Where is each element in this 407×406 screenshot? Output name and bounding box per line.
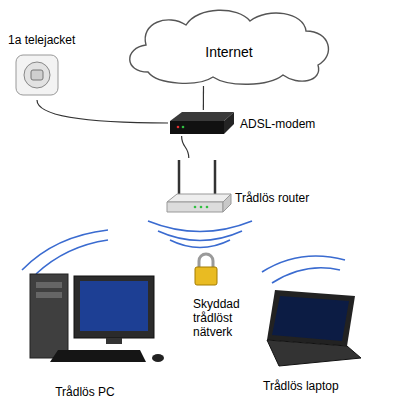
- jack-plate: [16, 55, 58, 95]
- padlock-icon: [195, 254, 217, 285]
- router-symbol: [165, 158, 233, 216]
- pc-monitor: [74, 276, 154, 338]
- router-top: [167, 194, 231, 202]
- device-label: ADSL-modem: [240, 117, 330, 131]
- wifi-wave: [22, 230, 108, 270]
- wall-jack-symbol: [12, 52, 62, 100]
- modem-device: ADSL-modem: [168, 110, 236, 136]
- router-led: [200, 206, 203, 209]
- pc-tower: [30, 274, 68, 358]
- modem-led: [177, 126, 180, 129]
- modem-side: [224, 112, 234, 134]
- wifi-wave: [148, 221, 252, 232]
- pc-keyboard: [50, 350, 146, 362]
- pc-stand: [106, 338, 122, 344]
- laptop-screen: [272, 296, 349, 341]
- router-side: [223, 194, 231, 212]
- router-device: Trådlös router: [165, 158, 233, 216]
- router-antenna: [214, 160, 217, 196]
- jack-plug: [31, 70, 43, 80]
- modem-led: [182, 126, 185, 129]
- wall-jack: 1a telejacket: [12, 52, 62, 100]
- desktop-pc-symbol: [28, 272, 170, 364]
- device-label: Internet: [118, 44, 340, 60]
- cable-line: [37, 100, 168, 123]
- cable-line: [203, 86, 204, 110]
- laptop-symbol: [255, 288, 363, 370]
- wifi-wave: [272, 268, 340, 283]
- network-note: Skyddad trådlöst nätverk: [193, 297, 253, 339]
- pc-drive: [36, 282, 62, 288]
- padlock-body: [195, 267, 217, 285]
- router-front: [167, 202, 223, 212]
- router-led: [206, 206, 209, 209]
- pc-screen: [80, 281, 148, 331]
- device-label: 1a telejacket: [8, 33, 98, 47]
- modem-top: [170, 112, 234, 121]
- modem-symbol: [168, 110, 236, 136]
- cloud-node: Internet: [118, 4, 340, 86]
- router-antenna: [178, 160, 181, 196]
- laptop-lid: [267, 290, 355, 346]
- cable-line: [182, 136, 189, 158]
- pc-drive: [36, 292, 62, 298]
- router-led: [194, 206, 197, 209]
- jack-socket: [24, 62, 50, 88]
- device-label: Trådlös PC: [30, 385, 140, 399]
- wifi-wave: [170, 240, 230, 248]
- device-label: Trådlös router: [235, 191, 335, 205]
- laptop-base: [267, 340, 361, 366]
- device-label: Trådlös laptop: [263, 379, 363, 393]
- pc-device: Trådlös PC: [28, 272, 170, 364]
- pc-mouse: [152, 354, 164, 362]
- wifi-wave: [36, 240, 108, 274]
- wifi-waves: [22, 221, 345, 283]
- padlock-shackle: [199, 254, 213, 268]
- laptop-device: Trådlös laptop: [255, 288, 363, 370]
- modem-front: [170, 121, 224, 134]
- wifi-wave: [158, 231, 242, 241]
